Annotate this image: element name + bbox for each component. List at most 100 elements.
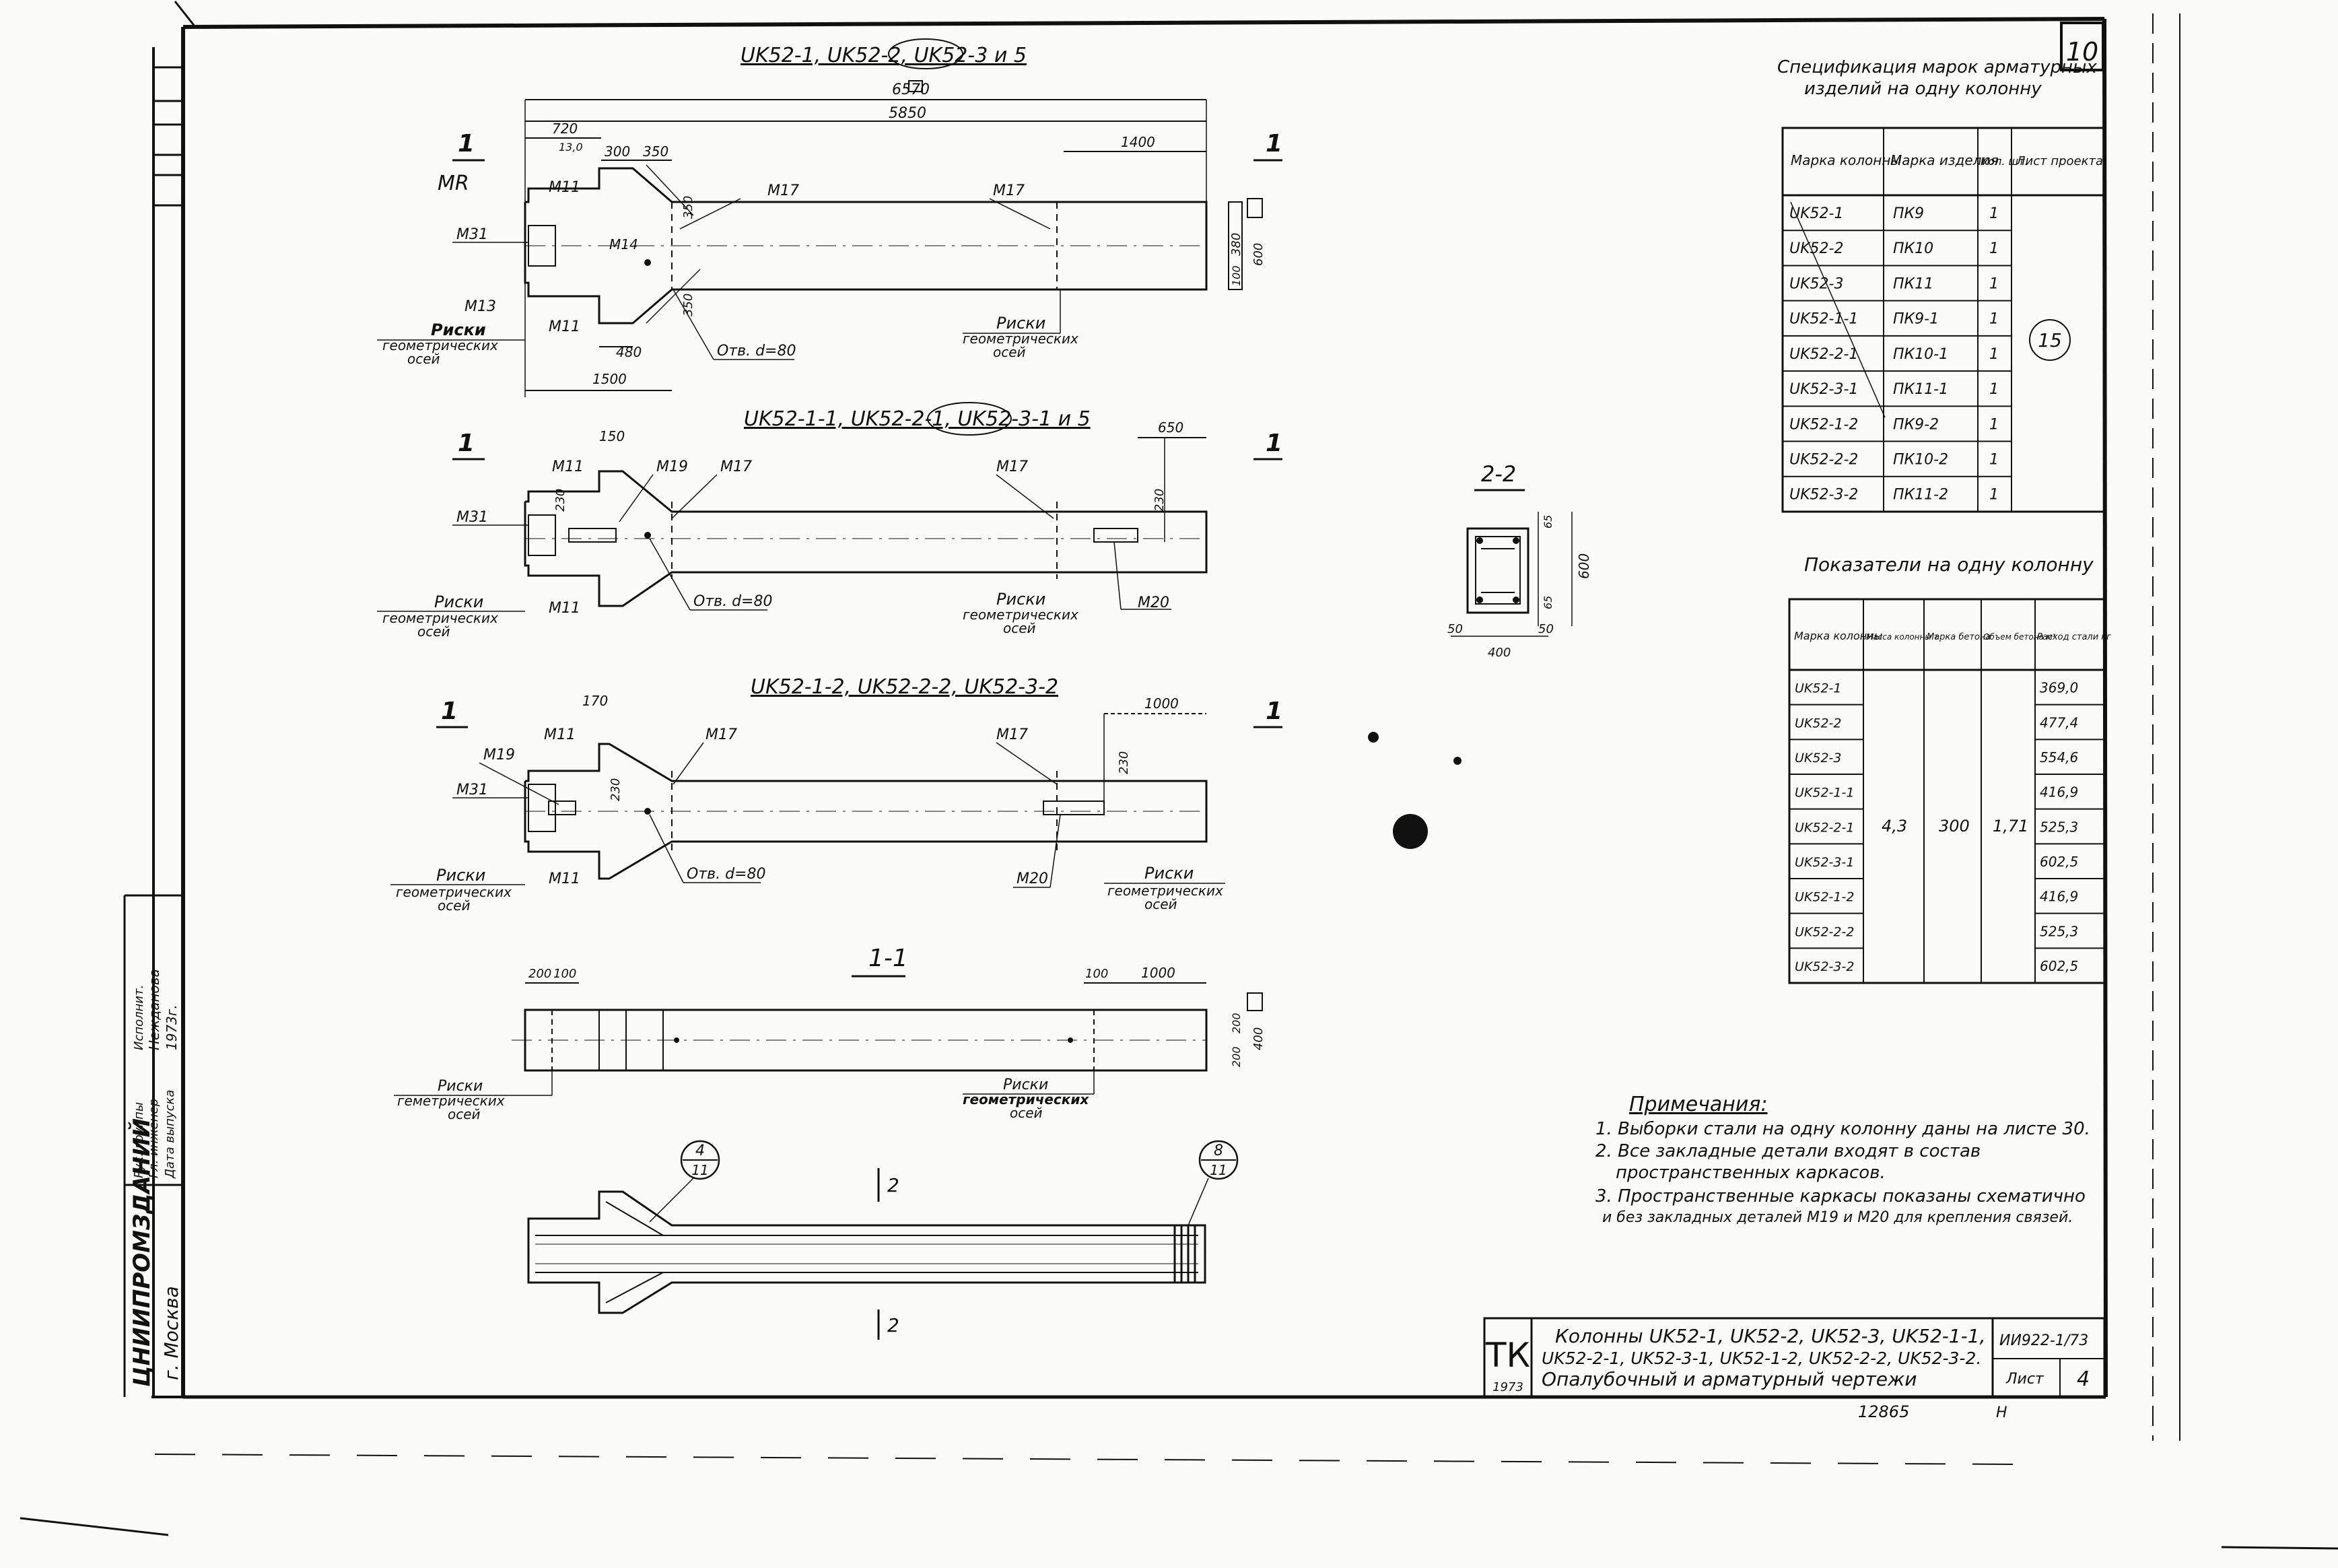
mid-riski-right: Риски (996, 590, 1045, 609)
cut-marker: 1 (441, 697, 458, 725)
stamp-col2: Гл. инженер (147, 1099, 161, 1178)
low-m31: M31 (456, 782, 488, 798)
spec-cell: 1 (1989, 452, 1999, 469)
sec11-osei-right: осей (1010, 1105, 1043, 1121)
spec-table: Спецификация марок арматурных изделий на… (1777, 57, 2106, 513)
dim-480: 480 (616, 344, 642, 360)
hole-label: Отв. d=80 (717, 343, 796, 360)
spec-cell: UK52-3 (1789, 275, 1843, 292)
sec11-d200r: 200 (1230, 1013, 1243, 1033)
mid-m19: M19 (656, 458, 688, 475)
side-stamp: ЦНИИПРОМЗДАНИЙ г. Москва Рук. группы Гл.… (123, 66, 184, 1398)
spec-cell: UK52-2-2 (1789, 452, 1858, 469)
spec-title-1: Спецификация марок арматурных (1777, 57, 2097, 77)
top-title: UK52-1, UK52-2, UK52-3 и 5 (741, 44, 1027, 67)
dim-total: 6570 (892, 81, 930, 98)
spec-sheet-ref: 15 (2038, 329, 2062, 351)
low-m11a: M11 (544, 726, 576, 743)
stamp-col1: Рук. группы (132, 1102, 146, 1178)
cut-marker: 1 (458, 430, 475, 457)
spec-cell: UK52-1-1 (1789, 311, 1858, 328)
low-riski: Риски (436, 866, 485, 885)
spec-cell: ПК9 (1893, 205, 1924, 222)
inventory-number: 12865 (1858, 1402, 1909, 1421)
mid-osei-right: осей (1003, 620, 1036, 636)
spec-cell: ПК9-1 (1893, 311, 1939, 328)
spec-cell: 1 (1989, 487, 1999, 504)
cut-marker: 1 (458, 130, 475, 158)
spec-cell: ПК11 (1893, 275, 1933, 292)
spec-cell: 1 (1989, 311, 1999, 328)
mid-m31: M31 (456, 509, 488, 526)
indicator-table: Показатели на одну колонну Марка колонны… (1788, 553, 2111, 984)
low-m19: M19 (483, 747, 515, 763)
spec-cell: 1 (1989, 275, 1999, 292)
ind-cell-mark: UK52-2 (1795, 716, 1842, 730)
mid-dim-230b: 230 (1153, 489, 1167, 512)
dim-350: 350 (643, 143, 668, 160)
spec-cell: ПК11-2 (1893, 487, 1948, 504)
note-line: и без закладных деталей М19 и М20 для кр… (1602, 1209, 2073, 1226)
dim-350a: 350 (681, 196, 695, 219)
ind-cell-mark: UK52-1-1 (1795, 786, 1854, 800)
ind-h1: Масса колонны т (1866, 632, 1939, 642)
callout-b-bottom: 11 (1210, 1162, 1227, 1178)
ind-cell-mark: UK52-1 (1795, 681, 1842, 696)
sec22-d600: 600 (1576, 553, 1592, 579)
note-line: 2. Все закладные детали входят в состав (1595, 1141, 1981, 1161)
low-m20: M20 (1017, 871, 1048, 887)
spec-cell: UK52-2-1 (1789, 346, 1858, 363)
mid-m17a: M17 (720, 458, 752, 475)
ind-cell-steel: 602,5 (2040, 958, 2078, 974)
ind-cell-steel: 477,4 (2040, 714, 2078, 730)
stamp-city: г. Москва (160, 1286, 182, 1380)
mark-m14: M14 (609, 236, 638, 252)
sec11-d100b: 100 (1085, 967, 1108, 981)
spec-title-2: изделий на одну колонну (1804, 79, 2042, 99)
cut-marker: 1 (1266, 430, 1282, 457)
mark-mr: MR (438, 172, 469, 195)
ind-h0: Марка колонны (1794, 629, 1882, 642)
stamp-col5: Нежданова (146, 969, 162, 1050)
ind-h3: Объем бетона м³ (1983, 632, 2056, 642)
sec11-osei: осей (448, 1106, 481, 1122)
spec-h2: Кол. шт. (1981, 155, 2028, 168)
sheet-number-box: 10 (2060, 22, 2104, 71)
top-view: UK52-1, UK52-2, UK52-3 и 5 6570 5850 720… (377, 38, 1282, 397)
sec22-d50a: 50 (1447, 622, 1463, 636)
cut-marker: 1 (1266, 697, 1282, 725)
sec11-d1000: 1000 (1141, 965, 1175, 981)
low-dim-230b: 230 (1117, 751, 1131, 774)
dim-720: 720 (552, 121, 578, 137)
sec11-riski-right: Риски (1003, 1077, 1048, 1093)
spec-cell: ПК9-2 (1893, 416, 1939, 433)
ink-blot (1393, 814, 1428, 849)
riski-right: Риски (996, 314, 1045, 333)
title-line-2: UK52-2-1, UK52-3-1, UK52-1-2, UK52-2-2, … (1542, 1349, 1981, 1368)
ind-cell-steel: 525,3 (2040, 819, 2078, 835)
spec-cell: UK52-2 (1789, 240, 1843, 257)
spec-cell: UK52-1-2 (1789, 416, 1858, 433)
mid-m11b: M11 (549, 600, 580, 617)
sheet-label: Лист (2005, 1371, 2044, 1388)
dim-380: 380 (1229, 233, 1243, 256)
ind-cell-steel: 602,5 (2040, 854, 2078, 870)
tk-mark: ТК (1485, 1336, 1530, 1375)
mid-hole: Отв. d=80 (693, 593, 772, 610)
dim-inner: 5850 (889, 105, 926, 122)
sec22-d65b: 65 (1542, 596, 1554, 609)
mark-m11a: M11 (549, 179, 580, 196)
ind-cell-mark: UK52-3 (1795, 751, 1842, 765)
mark-m17a: M17 (767, 182, 799, 199)
stamp-org: ЦНИИПРОМЗДАНИЙ (128, 1118, 156, 1387)
spec-cell: UK52-3-2 (1789, 487, 1858, 504)
dim-1500: 1500 (592, 371, 627, 387)
low-riski-right: Риски (1144, 864, 1194, 883)
section-2-marker: 2 (887, 1174, 899, 1196)
sec11-d200r2: 200 (1230, 1046, 1243, 1067)
sheet-no: 4 (2077, 1367, 2090, 1391)
spec-cell: UK52-1 (1789, 205, 1843, 222)
sec22-d400: 400 (1488, 646, 1511, 660)
